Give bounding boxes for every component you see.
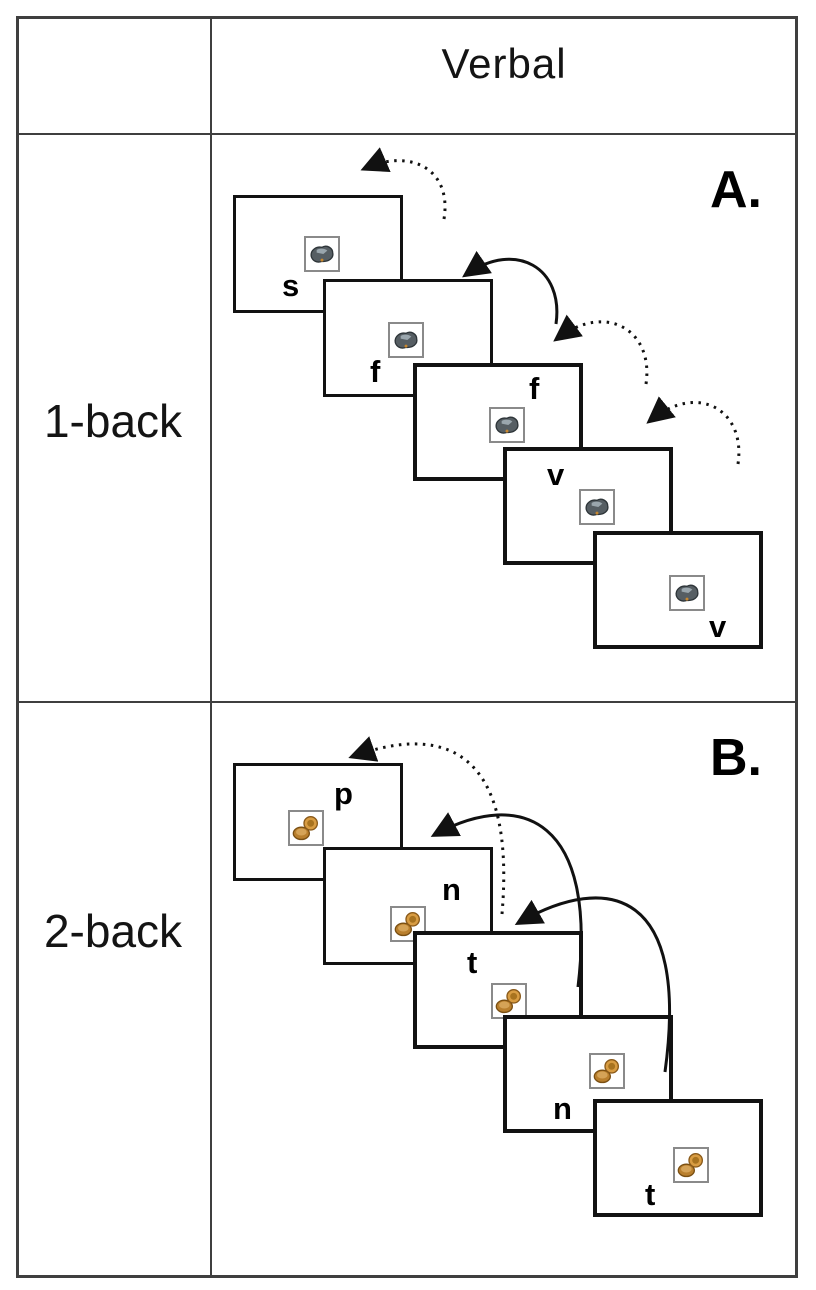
gray-object-photo-icon [489, 407, 525, 443]
table-header-divider [16, 133, 798, 135]
stimulus-letter: s [282, 268, 300, 303]
stimulus-letter: v [709, 609, 727, 644]
stimulus-card-a5: v [593, 531, 763, 649]
stimulus-letter: t [645, 1177, 656, 1212]
coins-photo-icon [673, 1147, 709, 1183]
stimulus-letter: t [467, 945, 478, 980]
stimulus-letter: v [547, 457, 565, 492]
panel-a-label: A. [710, 161, 762, 219]
panel-b-2back: B. p n t n [210, 702, 798, 1278]
gray-object-photo-icon [388, 322, 424, 358]
stimulus-letter: n [553, 1091, 572, 1126]
gray-object-photo-icon [669, 575, 705, 611]
panel-a-1back: A. s f f v [210, 134, 798, 702]
column-header-verbal: Verbal [441, 40, 567, 87]
stimulus-letter: p [334, 776, 353, 811]
table-row-divider [16, 701, 798, 703]
coins-photo-icon [589, 1053, 625, 1089]
coins-photo-icon [491, 983, 527, 1019]
stimulus-letter: n [442, 872, 461, 907]
gray-object-photo-icon [304, 236, 340, 272]
table-column-divider [210, 16, 212, 1278]
coins-photo-icon [288, 810, 324, 846]
stimulus-letter: f [529, 371, 540, 406]
stimulus-card-b5: t [593, 1099, 763, 1217]
stimulus-card-a1: s [233, 195, 403, 313]
row-label-1back: 1-back [43, 395, 183, 447]
gray-object-photo-icon [579, 489, 615, 525]
panel-b-label: B. [710, 729, 762, 787]
stimulus-letter: f [370, 354, 381, 389]
row-label-2back: 2-back [43, 905, 183, 957]
